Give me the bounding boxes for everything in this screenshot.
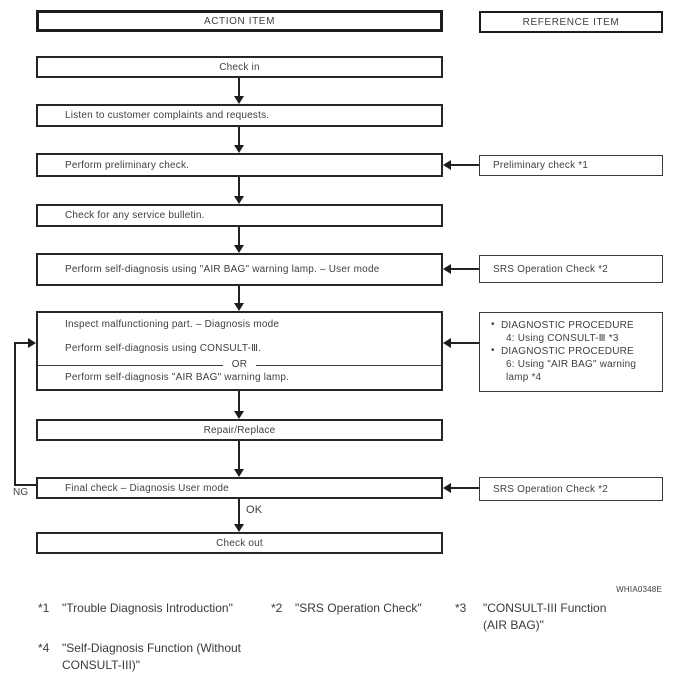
flow-line	[238, 499, 240, 525]
down-arrow-icon	[234, 524, 244, 532]
diagnostic-item-1-title: DIAGNOSTIC PROCEDURE	[501, 320, 634, 331]
footnote-4-marker: *4	[38, 641, 50, 655]
down-arrow-icon	[234, 196, 244, 204]
footnote-4-text: "Self-Diagnosis Function (Without CONSUL…	[62, 641, 241, 672]
action-step-service-bulletin: Check for any service bulletin.	[36, 204, 443, 227]
action-step-check-out: Check out	[36, 532, 443, 554]
diagnostic-item-2-title: DIAGNOSTIC PROCEDURE	[501, 346, 634, 357]
reference-srs-operation-check-2: SRS Operation Check *2	[479, 477, 663, 501]
footnote-1-marker: *1	[38, 601, 50, 615]
reference-line	[451, 164, 479, 166]
flow-line	[238, 78, 240, 97]
bullet-icon: •	[491, 319, 495, 330]
footnote-1: *1 "Trouble Diagnosis Introduction"	[38, 600, 263, 617]
down-arrow-icon	[234, 145, 244, 153]
reference-line	[451, 268, 479, 270]
ng-label: NG	[13, 487, 29, 498]
footnote-4: *4 "Self-Diagnosis Function (Without CON…	[38, 640, 268, 674]
flow-line	[238, 127, 240, 146]
action-step-final-check: Final check – Diagnosis User mode	[36, 477, 443, 499]
action-step-self-diagnosis-user-mode: Perform self-diagnosis using "AIR BAG" w…	[36, 253, 443, 286]
action-step-check-in: Check in	[36, 56, 443, 78]
left-arrow-icon	[443, 264, 451, 274]
footnote-3: *3 "CONSULT-III Function (AIR BAG)"	[455, 600, 623, 634]
down-arrow-icon	[234, 469, 244, 477]
footnote-3-marker: *3	[455, 601, 467, 615]
flow-line	[238, 391, 240, 412]
right-arrow-icon	[28, 338, 36, 348]
inspect-line-consult: Perform self-diagnosis using CONSULT-Ⅲ.	[65, 343, 262, 354]
action-step-inspect-diagnosis: Inspect malfunctioning part. – Diagnosis…	[36, 311, 443, 391]
diagnostic-item-2-sub: 6: Using "AIR BAG" warning lamp *4	[506, 359, 637, 383]
ng-loop-top-line	[14, 342, 30, 344]
footnote-3-text: "CONSULT-III Function (AIR BAG)"	[483, 601, 607, 632]
reference-line	[451, 342, 479, 344]
down-arrow-icon	[234, 411, 244, 419]
inspect-line-diagnosis-mode: Inspect malfunctioning part. – Diagnosis…	[65, 319, 280, 330]
footnote-2: *2 "SRS Operation Check"	[271, 600, 446, 617]
ng-loop-vertical-line	[14, 342, 16, 486]
down-arrow-icon	[234, 303, 244, 311]
left-arrow-icon	[443, 338, 451, 348]
diagnostic-item-1-sub: 4: Using CONSULT-Ⅲ *3	[506, 333, 619, 344]
reference-preliminary-check: Preliminary check *1	[479, 155, 663, 176]
action-step-preliminary-check: Perform preliminary check.	[36, 153, 443, 177]
diagnostic-item-1: • DIAGNOSTIC PROCEDURE 4: Using CONSULT-…	[491, 319, 658, 345]
or-label: OR	[222, 359, 257, 370]
inspect-line-warning-lamp: Perform self-diagnosis "AIR BAG" warning…	[65, 372, 290, 383]
footnote-2-marker: *2	[271, 601, 283, 615]
flow-line	[238, 441, 240, 470]
flow-line	[238, 177, 240, 197]
action-step-listen-complaints: Listen to customer complaints and reques…	[36, 104, 443, 127]
flow-line	[238, 227, 240, 246]
footnote-2-text: "SRS Operation Check"	[295, 601, 422, 615]
reference-line	[451, 487, 479, 489]
diagnostic-item-2: • DIAGNOSTIC PROCEDURE 6: Using "AIR BAG…	[491, 345, 658, 384]
reference-srs-operation-check-1: SRS Operation Check *2	[479, 255, 663, 283]
ok-label: OK	[246, 504, 263, 516]
reference-diagnostic-procedures: • DIAGNOSTIC PROCEDURE 4: Using CONSULT-…	[479, 312, 663, 392]
or-divider: OR	[38, 359, 441, 370]
flow-line	[238, 286, 240, 304]
action-column-header: ACTION ITEM	[36, 10, 443, 32]
down-arrow-icon	[234, 96, 244, 104]
action-step-repair-replace: Repair/Replace	[36, 419, 443, 441]
ng-loop-bottom-line	[14, 484, 36, 486]
down-arrow-icon	[234, 245, 244, 253]
bullet-icon: •	[491, 345, 495, 356]
figure-code: WHIA0348E	[616, 585, 662, 594]
left-arrow-icon	[443, 160, 451, 170]
reference-column-header: REFERENCE ITEM	[479, 11, 663, 33]
left-arrow-icon	[443, 483, 451, 493]
footnote-1-text: "Trouble Diagnosis Introduction"	[62, 601, 233, 615]
